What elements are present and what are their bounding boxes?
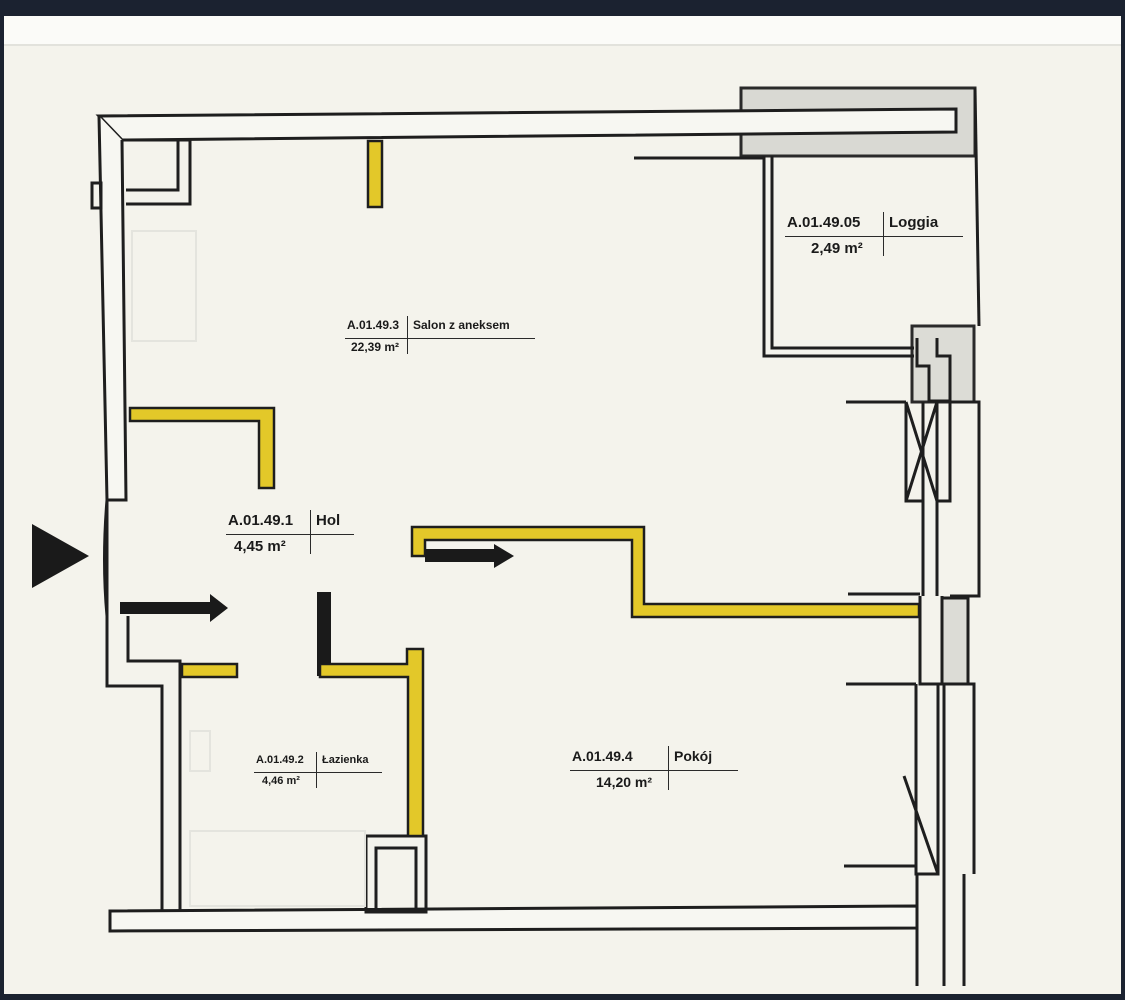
room-area: 4,45 m² bbox=[234, 538, 286, 555]
door-jambs bbox=[103, 499, 428, 914]
door-arrow-icon bbox=[425, 544, 514, 568]
room-name: Łazienka bbox=[322, 754, 369, 766]
room-name: Hol bbox=[316, 512, 341, 529]
room-area: 2,49 m² bbox=[811, 240, 863, 257]
door-arrows bbox=[120, 544, 514, 676]
room-code: A.01.49.05 bbox=[787, 214, 861, 231]
room-code: A.01.49.1 bbox=[228, 512, 294, 529]
door-arrow-icon bbox=[120, 594, 228, 622]
floor-plan-frame: A.01.49.3 Salon z aneksem 22,39 m² A.01.… bbox=[4, 16, 1121, 994]
room-name: Loggia bbox=[889, 214, 939, 231]
floor-plan bbox=[32, 86, 981, 986]
room-code: A.01.49.4 bbox=[572, 748, 633, 764]
room-name: Salon z aneksem bbox=[413, 318, 510, 332]
pipe-icon bbox=[317, 592, 331, 676]
partition-walls bbox=[128, 139, 921, 838]
room-area: 22,39 m² bbox=[351, 340, 400, 354]
room-area: 4,46 m² bbox=[262, 775, 300, 787]
room-code: A.01.49.2 bbox=[256, 754, 304, 766]
outer-walls bbox=[90, 87, 981, 986]
entrance-arrow-icon bbox=[32, 524, 89, 588]
room-area: 14,20 m² bbox=[596, 774, 653, 790]
fixture-outlines bbox=[131, 230, 366, 907]
loggia-column bbox=[910, 324, 976, 404]
room-name: Pokój bbox=[674, 748, 713, 764]
room-code: A.01.49.3 bbox=[347, 318, 400, 332]
top-band bbox=[4, 16, 1121, 46]
